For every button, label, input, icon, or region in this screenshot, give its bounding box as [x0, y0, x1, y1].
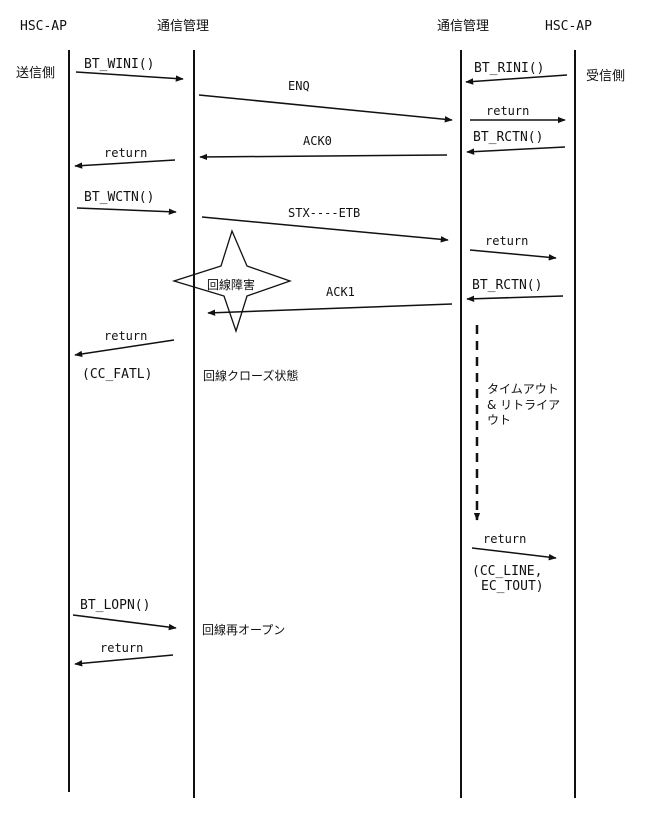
line-failure-label: 回線障害 [207, 277, 255, 292]
status-cc-line: (CC_LINE, [472, 564, 542, 579]
msg-ack1-label: ACK1 [326, 285, 355, 299]
timeout-note-line-2: & リトライア [487, 398, 560, 412]
msg-bt-wini-arrow [75, 71, 184, 82]
msg-return-wctn-arrow [74, 339, 175, 358]
sender-side-label: 送信側 [16, 66, 55, 81]
msg-bt-lopn-arrow [72, 614, 177, 631]
msg-return-lopn-arrow [74, 654, 174, 667]
msg-bt-wctn-arrow [76, 207, 177, 215]
timeout-note-line-3: ウト [487, 413, 511, 427]
msg-stx-etb-arrow [201, 216, 449, 243]
msg-bt-wctn-label: BT_WCTN() [84, 190, 154, 205]
status-ec-tout: EC_TOUT) [481, 579, 544, 594]
msg-return-rctn-arrow [469, 249, 557, 261]
msg-bt-rctn-2-arrow [466, 295, 564, 302]
msg-bt-lopn-label: BT_LOPN() [80, 598, 150, 613]
line-closed-note: 回線クローズ状態 [203, 368, 298, 383]
msg-ack1-arrow [207, 303, 453, 316]
timeout-note-line-1: タイムアウト [487, 382, 559, 396]
header-right-ap: HSC-AP [545, 19, 592, 34]
status-cc-fatl: (CC_FATL) [82, 367, 152, 382]
msg-ack0-label: ACK0 [303, 134, 332, 148]
receiver-side-label: 受信側 [586, 69, 625, 84]
msg-enq-label: ENQ [288, 79, 310, 93]
header-right-mgmt: 通信管理 [437, 19, 489, 34]
msg-enq-arrow [198, 94, 453, 123]
msg-return-rini-label: return [486, 104, 529, 118]
msg-return-wini-arrow [74, 159, 176, 169]
msg-return-rctn-label: return [485, 234, 528, 248]
msg-ack0-arrow [199, 153, 448, 161]
msg-bt-rini-arrow [465, 74, 568, 85]
msg-bt-rctn-2-label: BT_RCTN() [472, 278, 542, 293]
msg-return-lopn-label: return [100, 641, 143, 655]
msg-return-wini-label: return [104, 146, 147, 160]
msg-return-timeout-arrow [471, 547, 557, 561]
msg-return-wctn-label: return [104, 329, 147, 343]
header-left-mgmt: 通信管理 [157, 19, 209, 34]
header-left-ap: HSC-AP [20, 19, 67, 34]
msg-bt-rctn-1-arrow [466, 146, 566, 155]
msg-stx-etb-label: STX----ETB [288, 206, 360, 220]
msg-bt-wini-label: BT_WINI() [84, 57, 154, 72]
line-reopen-note: 回線再オープン [202, 622, 285, 637]
line-failure-star [171, 229, 292, 334]
msg-bt-rini-label: BT_RINI() [474, 61, 544, 76]
msg-bt-rctn-1-label: BT_RCTN() [473, 130, 543, 145]
msg-return-timeout-label: return [483, 532, 526, 546]
